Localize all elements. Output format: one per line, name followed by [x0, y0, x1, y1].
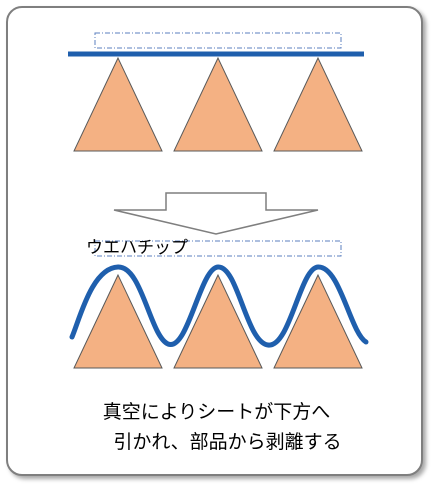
part-triangle-top-1 [73, 56, 163, 152]
down-arrow [113, 192, 319, 235]
part-triangle-bottom-3 [273, 273, 363, 369]
sheet-deformed [69, 264, 369, 348]
wafer-chip-outline-top [94, 32, 342, 49]
part-triangle-top-2 [173, 56, 263, 152]
part-triangle-bottom-2 [173, 273, 263, 369]
part-triangle-top-3 [273, 56, 363, 152]
caption: 真空によりシートが下方へ 引かれ、部品から剥離する [0, 397, 433, 457]
caption-line-2: 引かれ、部品から剥離する [113, 431, 342, 453]
caption-line-1: 真空によりシートが下方へ [102, 401, 331, 423]
wafer-chip-label: ウエハチップ [86, 238, 188, 258]
wafer-chip-outline-bottom [94, 240, 342, 257]
part-triangle-bottom-1 [73, 273, 163, 369]
